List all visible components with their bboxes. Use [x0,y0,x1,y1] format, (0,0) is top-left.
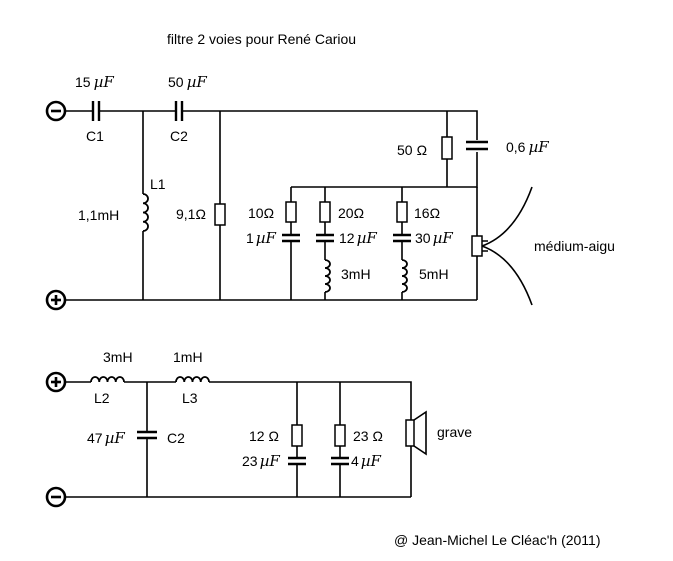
hp-branch-2 [316,187,334,300]
hp-branch-3 [393,187,411,300]
diagram-title: filtre 2 voies pour René Cariou [167,31,356,47]
copyright-text: @ Jean-Michel Le Cléac'h (2011) [394,532,601,548]
lp-c2-name: C2 [167,430,185,446]
capacitor-c2 [174,101,184,121]
l2-name: L2 [94,390,110,406]
speaker-grave-label: grave [437,424,472,440]
hp-branch-2-r: 20Ω [338,205,364,221]
inductor-l1 [142,111,149,300]
top-positive-terminal: + [45,289,67,311]
bottom-positive-terminal: + [45,371,67,393]
hp-branch-2-l: 3mH [341,266,371,282]
lp-branch-2-r: 23 Ω [353,428,383,444]
hp-top-rail [65,110,478,188]
hp-branch-1 [282,187,300,300]
lp-top-rail [65,381,412,497]
hp-branch-1-r: 10Ω [248,205,274,221]
r-shunt-value: 9,1Ω [176,206,206,222]
resistor-50-ohm [441,136,453,160]
capacitor-c1 [91,101,101,121]
l3-name: L3 [182,390,198,406]
inductor-l3 [175,376,210,383]
speaker-medium-aigu-label: médium-aigu [534,238,615,254]
resistor-9-1-ohm [214,111,226,300]
l2-value: 3mH [103,349,133,365]
hp-branch-3-r: 16Ω [414,205,440,221]
speaker-icon [405,410,427,456]
lp-branch-2 [331,382,349,497]
hp-branch-3-l: 5mH [419,266,449,282]
inductor-l2 [90,376,125,383]
capacitor-0-6-uf [466,140,488,151]
speaker-icon [471,186,533,306]
l1-value: 1,1mH [78,207,119,223]
bottom-negative-terminal: - [45,486,67,508]
c2-name: C2 [170,128,188,144]
l3-value: 1mH [173,349,203,365]
l1-name: L1 [150,176,166,192]
lp-branch-1 [288,382,306,497]
capacitor-lp-c2 [137,382,157,497]
top-negative-terminal: - [45,100,67,122]
lp-branch-1-r: 12 Ω [249,428,279,444]
c1-name: C1 [86,128,104,144]
